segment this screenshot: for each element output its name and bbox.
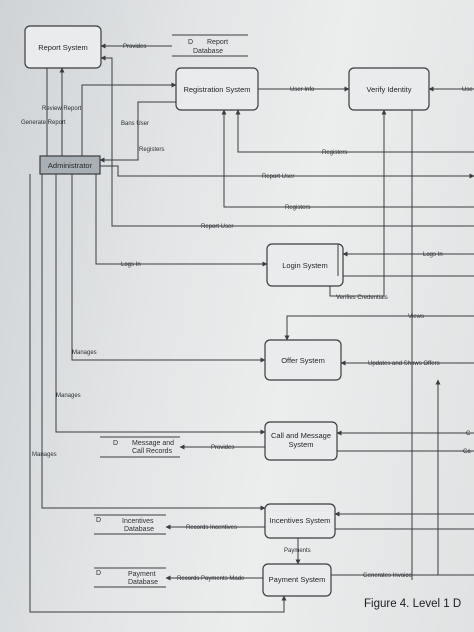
flow-records-incentives: Records Incentives <box>165 524 265 531</box>
flow-bans-user-label: Bans User <box>121 121 149 127</box>
flow-manages-3: Manages <box>32 174 266 511</box>
incentives-db-name-1: Incentives <box>122 518 154 525</box>
flow-c-cut: C <box>336 430 474 437</box>
flow-registers-1: Registers <box>99 101 176 163</box>
message-records-store: D Message and Call Records <box>100 436 180 458</box>
report-system-process: Report System <box>24 25 102 69</box>
call-message-label-2: System <box>288 440 313 449</box>
flow-report-user-1: Report User <box>100 165 474 180</box>
login-system-label: Login System <box>282 261 327 270</box>
flow-c-cut-label: C <box>466 431 471 437</box>
payment-system-label: Payment System <box>269 575 326 584</box>
flow-manages-2-label: Manages <box>56 393 81 399</box>
flow-user-info-label: User Info <box>290 87 315 93</box>
administrator-label: Administrator <box>48 161 93 170</box>
flow-bans-user: Bans User <box>81 82 177 156</box>
flow-use-cut-label: Use <box>462 87 473 93</box>
flow-admin-payment <box>29 174 287 613</box>
flow-ca-cut-label: Ca <box>463 449 471 455</box>
flow-user-info: User Info <box>258 86 350 93</box>
flow-payments-label: Payments <box>284 548 311 554</box>
incentives-database-store: D Incentives Database <box>94 514 166 535</box>
flow-provides-report: Provides <box>100 43 172 50</box>
message-records-id: D <box>113 440 118 447</box>
flow-manages-1: Manages <box>71 174 266 363</box>
report-db-name-1: Report <box>207 39 228 46</box>
verify-identity-process: Verify Identity <box>348 67 430 111</box>
flow-registers-3: Registers <box>221 109 474 211</box>
flow-generate-report-label: Generate Report <box>21 120 66 126</box>
flow-views: Views <box>284 314 474 341</box>
flow-logs-in-right-label: Logs In <box>423 252 443 258</box>
incentives-system-process: Incentives System <box>264 503 336 539</box>
flow-updates-offers: Updates and Shows Offers <box>340 360 474 367</box>
payment-db-id: D <box>96 570 101 577</box>
verify-identity-label: Verify Identity <box>366 85 411 94</box>
flow-report-user-1-label: Report User <box>262 174 294 180</box>
flow-logs-in-right: Logs In <box>342 251 474 277</box>
flow-registers-1-label: Registers <box>139 147 164 153</box>
incentives-db-name-2: Database <box>124 526 154 533</box>
incentives-db-id: D <box>96 517 101 524</box>
flow-manages-3-label: Manages <box>32 452 57 458</box>
flow-payments: Payments <box>284 538 311 565</box>
payment-database-store: D Payment Database <box>94 567 166 588</box>
flow-provides-report-label: Provides <box>123 44 146 50</box>
flow-report-user-2-label: Report User <box>201 224 233 230</box>
flow-registers-3-label: Registers <box>285 205 310 211</box>
incentives-system-label: Incentives System <box>270 516 331 525</box>
flow-verifies-credentials: Verifies Credentials <box>329 109 388 301</box>
report-db-name-2: Database <box>193 48 223 55</box>
flow-generates-invoice: Generates Invoice <box>331 379 474 579</box>
flow-logs-in-left: Logs In <box>95 174 268 268</box>
flow-vertical-connectors <box>337 110 413 580</box>
report-database-store: D Report Database <box>172 34 248 57</box>
flow-manages-2: Manages <box>55 174 266 435</box>
offer-system-label: Offer System <box>281 356 325 365</box>
flow-updates-offers-label: Updates and Shows Offers <box>368 361 440 367</box>
administrator-entity: Administrator <box>39 155 101 175</box>
flow-logs-in-left-label: Logs In <box>121 262 141 268</box>
flow-records-payments: Records Payments Made <box>165 575 263 582</box>
flow-manages-1-label: Manages <box>72 350 97 356</box>
call-message-system-process: Call and Message System <box>264 421 338 461</box>
figure-caption: Figure 4. Level 1 D <box>364 598 462 610</box>
payment-db-name-1: Payment <box>128 571 156 578</box>
login-system-process: Login System <box>266 243 344 287</box>
flow-provides-call-label: Provides <box>211 445 234 451</box>
payment-db-name-2: Database <box>128 579 158 586</box>
flow-use-cut: Use <box>428 86 474 93</box>
report-db-id: D <box>188 39 193 46</box>
registration-system-label: Registration System <box>183 85 250 94</box>
report-system-label: Report System <box>38 43 88 52</box>
flow-records-payments-label: Records Payments Made <box>177 576 245 582</box>
flow-registers-2-label: Registers <box>322 150 347 156</box>
flow-report-user-2: Report User <box>100 55 474 230</box>
flow-ca-cut: Ca <box>337 449 474 455</box>
flow-generates-invoice-label: Generates Invoice <box>363 573 412 579</box>
flow-incentives-right <box>334 511 474 530</box>
offer-system-process: Offer System <box>264 339 342 381</box>
flow-views-label: Views <box>408 314 424 320</box>
flow-verifies-credentials-label: Verifies Credentials <box>336 295 388 301</box>
flow-provides-call: Provides <box>179 444 265 451</box>
message-records-name-2: Call Records <box>132 448 173 455</box>
payment-system-process: Payment System <box>262 563 332 597</box>
call-message-label-1: Call and Message <box>271 431 331 440</box>
flow-registers-2: Registers <box>235 109 474 156</box>
message-records-name-1: Message and <box>132 440 174 447</box>
flow-generate-report: Generate Report <box>21 67 66 156</box>
registration-system-process: Registration System <box>175 67 259 111</box>
flow-records-incentives-label: Records Incentives <box>186 525 237 531</box>
